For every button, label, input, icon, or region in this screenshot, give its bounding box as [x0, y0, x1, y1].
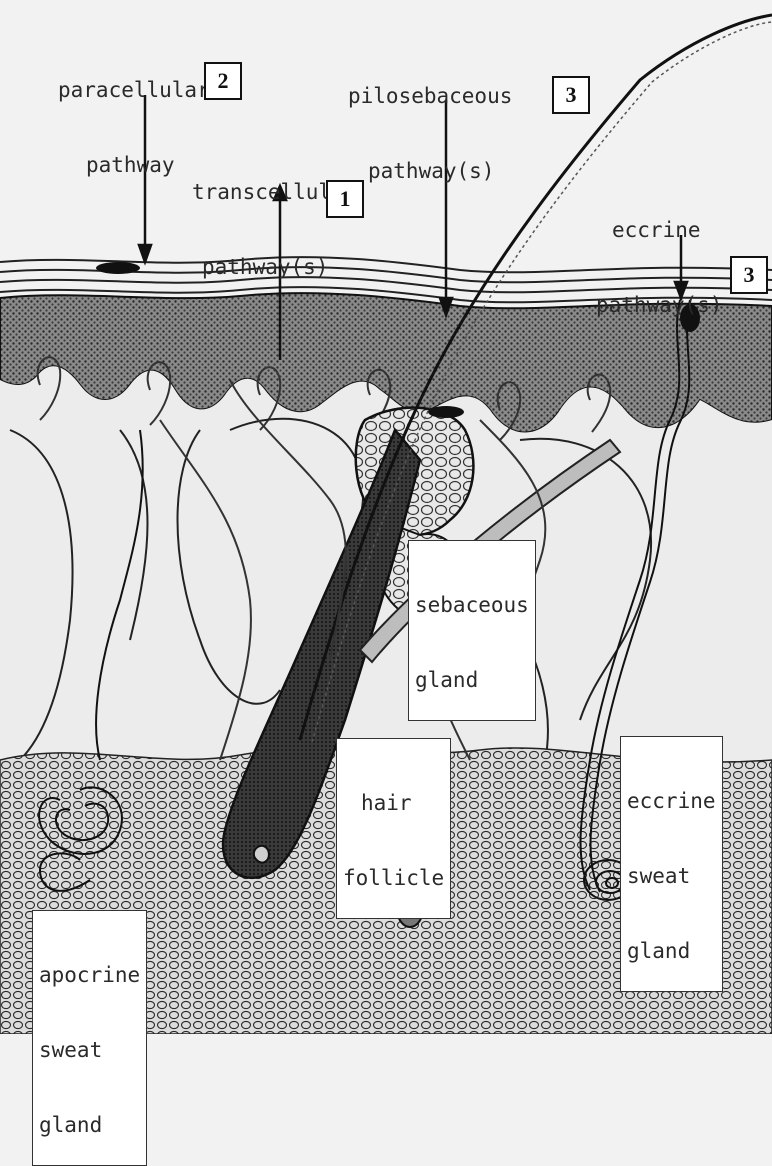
pilosebaceous-line2: pathway(s): [348, 159, 512, 184]
eccrine-gland-line3: gland: [627, 939, 716, 964]
apocrine-line1: apocrine: [39, 963, 140, 988]
sebaceous-line2: gland: [415, 668, 529, 693]
hair-bulb-papilla: [254, 846, 269, 863]
apocrine-sweat-gland-label: apocrine sweat gland: [32, 910, 147, 1166]
paracellular-label: paracellular pathway: [58, 28, 210, 203]
paracellular-line1: paracellular: [58, 78, 210, 103]
sebaceous-line1: sebaceous: [415, 593, 529, 618]
number-badge-2: 2: [204, 62, 242, 100]
paracellular-line2: pathway: [58, 153, 210, 178]
eccrine-pathway-line1: eccrine: [596, 218, 722, 243]
hair-follicle-line2: follicle: [343, 866, 444, 891]
hair-follicle-line1: hair: [343, 791, 444, 816]
eccrine-sweat-gland-label: eccrine sweat gland: [620, 736, 723, 992]
eccrine-gland-line2: sweat: [627, 864, 716, 889]
hair-follicle-label: hair follicle: [336, 738, 451, 919]
eccrine-pathway-line2: pathway(s): [596, 293, 722, 318]
eccrine-gland-line1: eccrine: [627, 789, 716, 814]
sebaceous-gland-label: sebaceous gland: [408, 540, 536, 721]
eccrine-pathway-label: eccrine pathway(s): [596, 168, 722, 343]
apocrine-line3: gland: [39, 1113, 140, 1138]
number-badge-3-eccrine: 3: [730, 256, 768, 294]
transcellular-line2: pathway(s): [192, 255, 356, 280]
skin-cross-section-diagram: paracellular pathway 2 transcellular pat…: [0, 0, 772, 1034]
number-badge-3-pilosebaceous: 3: [552, 76, 590, 114]
apocrine-line2: sweat: [39, 1038, 140, 1063]
pilosebaceous-label: pilosebaceous pathway(s): [348, 34, 512, 209]
pilosebaceous-line1: pilosebaceous: [348, 84, 512, 109]
